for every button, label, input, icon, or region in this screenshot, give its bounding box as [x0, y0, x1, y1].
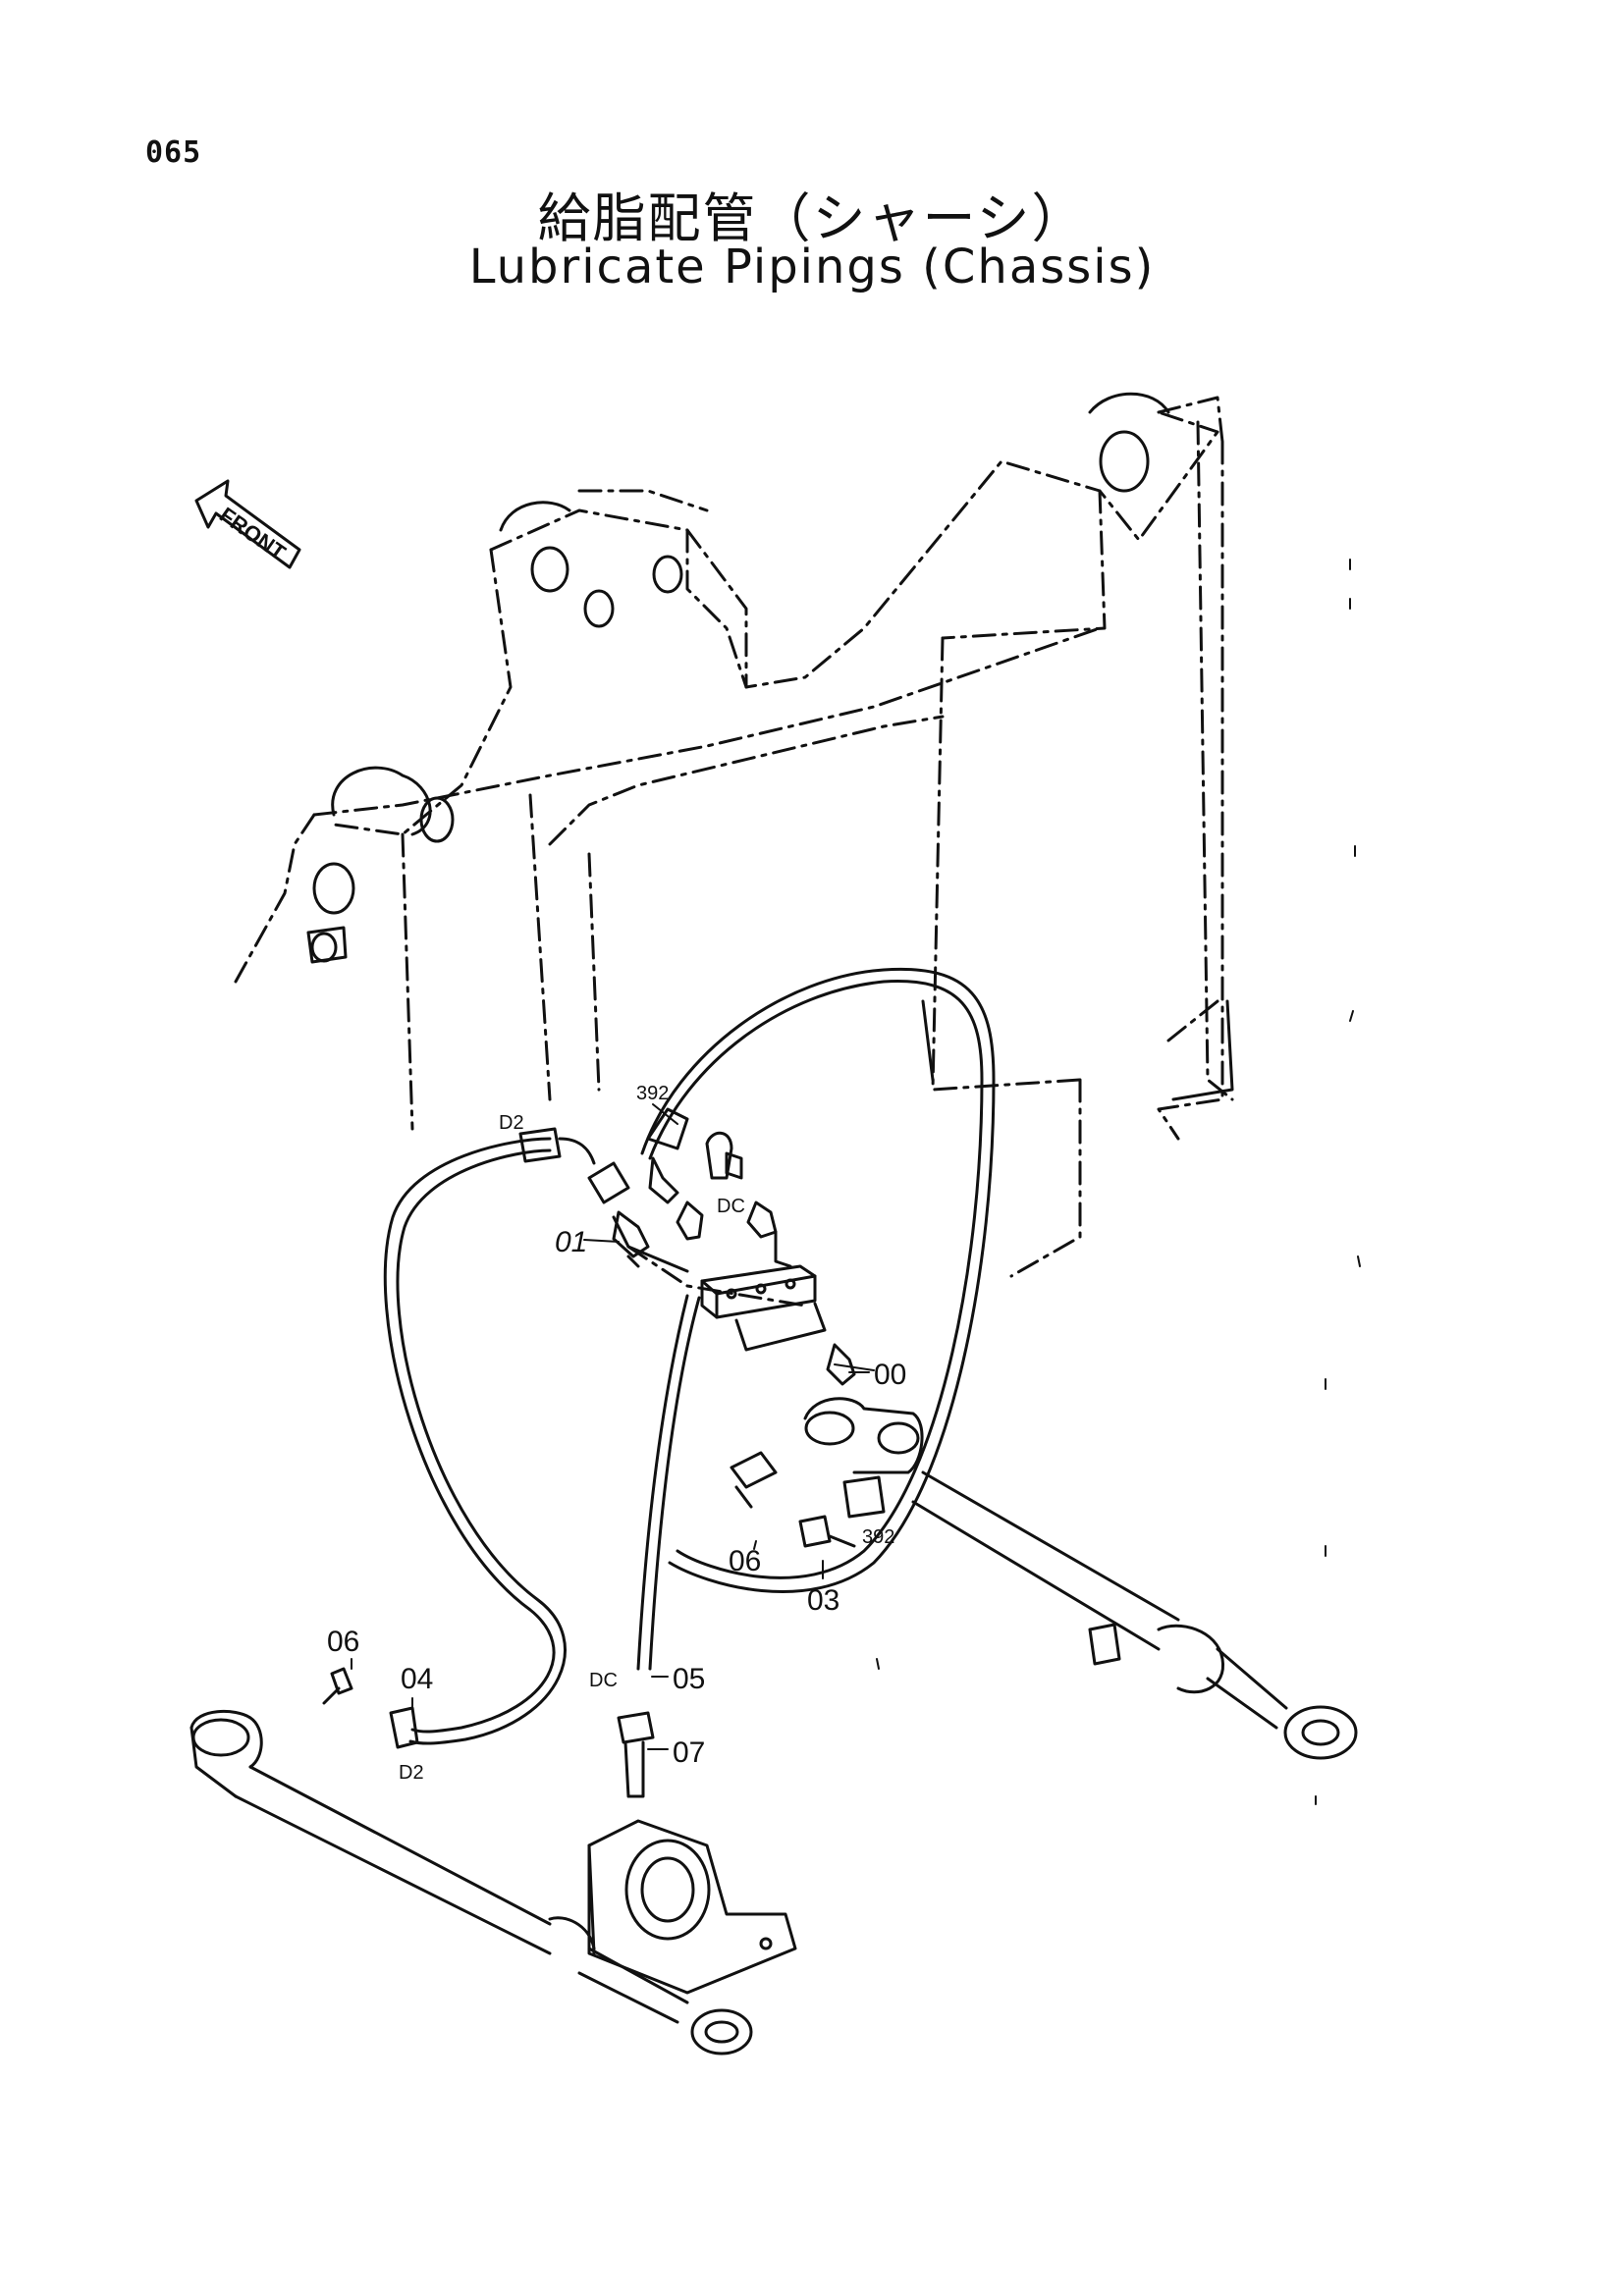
- title-japanese: 給脂配管（シャーシ）: [537, 187, 1087, 249]
- callout-03: 03: [807, 1584, 839, 1617]
- pivot-bracket: [587, 1711, 797, 1995]
- front-arrow: FRONT: [194, 479, 301, 569]
- callout-01: 01: [555, 1226, 587, 1258]
- callout-d2-bottom: D2: [399, 1762, 424, 1784]
- page-number: 065: [145, 135, 202, 170]
- callout-04: 04: [401, 1663, 433, 1695]
- callout-dc-bottom: DC: [589, 1670, 618, 1691]
- callout-05: 05: [673, 1663, 705, 1695]
- leader-lines: [351, 1103, 875, 1750]
- callout-392-top: 392: [636, 1083, 669, 1104]
- hose-left-loop: [383, 1127, 596, 1745]
- frame-outline: [306, 392, 1234, 1101]
- left-cylinder: [189, 1667, 753, 2056]
- callout-06-left: 06: [327, 1626, 359, 1658]
- chassis-frame: [234, 396, 1234, 1308]
- callout-06-right: 06: [729, 1545, 761, 1577]
- title-english: Lubricate Pipings (Chassis): [468, 240, 1156, 294]
- callout-07: 07: [673, 1736, 705, 1769]
- callout-392-right: 392: [862, 1526, 894, 1548]
- edge-marks: [876, 559, 1361, 1805]
- hose-vertical: [636, 1294, 701, 1671]
- right-cylinder: [730, 1397, 1358, 1760]
- fittings-upper: [587, 1107, 856, 1386]
- callout-00: 00: [874, 1359, 906, 1391]
- grease-block: [700, 1264, 827, 1352]
- hose-right-loop: [640, 967, 996, 1593]
- callout-d2-top: D2: [499, 1112, 524, 1134]
- callout-dc-mid: DC: [717, 1196, 745, 1217]
